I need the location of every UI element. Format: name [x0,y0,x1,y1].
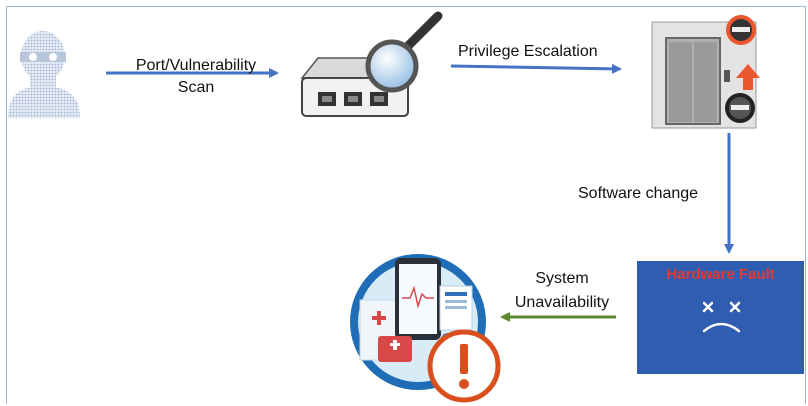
label-system-line1: System [535,270,589,287]
label-port-scan-line1: Port/Vulnerability [135,57,257,74]
hardware-fault-box: Hardware Fault [637,261,804,374]
label-port-scan: Port/Vulnerability Scan [116,56,276,98]
sad-face-icon [702,301,741,333]
label-privilege: Privilege Escalation [458,43,598,60]
label-software: Software change [578,185,699,202]
warning-icon [427,329,501,403]
hacker-badge-icon [725,15,756,123]
diagram-frame [6,6,806,404]
hardware-fault-label: Hardware Fault [666,266,775,283]
label-system: System Unavailability [500,269,624,313]
up-arrow-icon [736,64,760,90]
label-system-line2: Unavailability [514,294,610,311]
label-port-scan-line2: Scan [177,79,215,96]
hacker-icon [8,31,80,118]
magnifier-icon [365,11,443,93]
arrow-privilege [450,63,622,74]
